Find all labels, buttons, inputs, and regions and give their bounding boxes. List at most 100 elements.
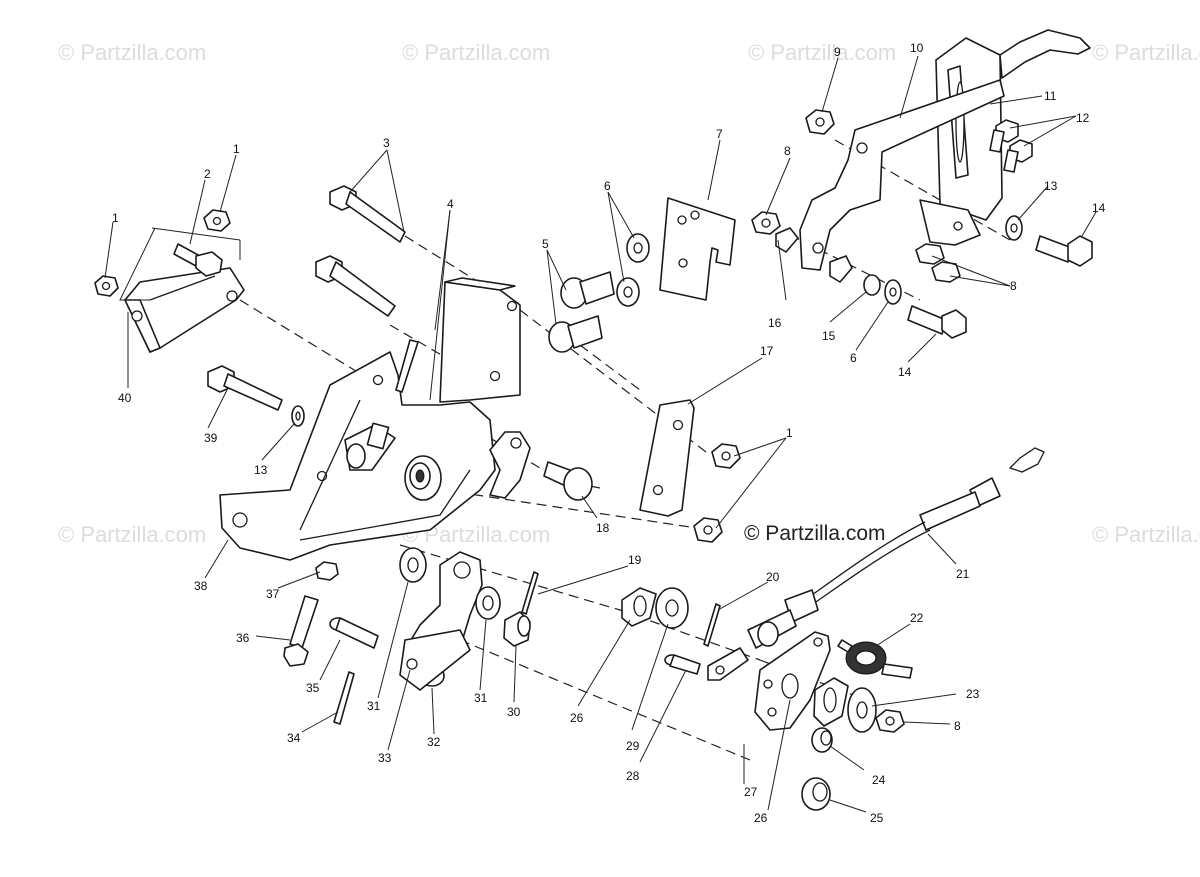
- part-8-nut: [751, 211, 781, 235]
- callout-label: 4: [447, 197, 454, 211]
- part-1-nut: [711, 443, 741, 469]
- callout-label: 19: [628, 553, 642, 567]
- callout-label: 21: [956, 567, 970, 581]
- part-12-bolt: [1003, 139, 1033, 173]
- watermark: © Partzilla.com: [402, 40, 551, 65]
- callout-label: 30: [507, 705, 521, 719]
- watermark: © Partzilla.com: [1092, 522, 1200, 547]
- callout-label: 2: [204, 167, 211, 181]
- callout-label: 31: [474, 691, 488, 705]
- part-30-bushing: [503, 611, 531, 647]
- callout-label: 15: [822, 329, 836, 343]
- callout-label: 8: [1010, 279, 1017, 293]
- pivot-block: [344, 422, 396, 471]
- part-8-nut: [915, 243, 945, 265]
- callout-label: 24: [872, 773, 886, 787]
- part-31-washer: [475, 586, 501, 620]
- callout-label: 31: [367, 699, 381, 713]
- leader-lines: [104, 55, 1097, 813]
- callout-label: 9: [834, 45, 841, 59]
- callout-label: 34: [287, 731, 301, 745]
- callout-label: 32: [427, 735, 441, 749]
- callout-label: 16: [768, 316, 782, 330]
- callout-label: 18: [596, 521, 610, 535]
- callout-label: 13: [1044, 179, 1058, 193]
- callout-label: 8: [954, 719, 961, 733]
- slotted-tab: [489, 431, 531, 499]
- part-39-bolt: [207, 365, 283, 411]
- callout-label: 6: [604, 179, 611, 193]
- callout-label: 26: [754, 811, 768, 825]
- part-17-plate: [639, 399, 695, 517]
- part-12-bolt: [989, 119, 1019, 153]
- callout-labels: 1 1 2 1 3 4 5 6 7 8 9 10 11 12 13 14 8 1…: [112, 41, 1106, 825]
- part-19-pin: [521, 571, 539, 615]
- callout-label: 17: [760, 344, 774, 358]
- part-37-nut: [315, 561, 339, 581]
- part-25-bushing: [801, 777, 831, 811]
- callout-label: 14: [1092, 201, 1106, 215]
- callout-label: 12: [1076, 111, 1090, 125]
- part-15-bushing: [863, 274, 881, 296]
- callout-label: 6: [850, 351, 857, 365]
- callout-label: 3: [383, 136, 390, 150]
- callout-label: 13: [254, 463, 268, 477]
- bracket-bushing: [404, 455, 442, 501]
- part-26-bushing: [813, 677, 849, 727]
- cable-clevis: [707, 647, 749, 681]
- callout-label: 38: [194, 579, 208, 593]
- part-26-bushing: [621, 587, 657, 627]
- part-16-clip: [775, 227, 799, 253]
- callout-label: 22: [910, 611, 924, 625]
- callout-label: 23: [966, 687, 980, 701]
- callout-label: 5: [542, 237, 549, 251]
- part-3-bolt: [329, 185, 406, 243]
- part-9-nut: [805, 109, 835, 135]
- part-31-washer: [399, 547, 427, 583]
- part-34-pin: [333, 671, 355, 725]
- part-36-bolt: [283, 595, 319, 667]
- part-2-bolt: [173, 243, 223, 277]
- watermark: © Partzilla.com: [1092, 40, 1200, 65]
- part-33-arm: [399, 551, 483, 691]
- callout-label: 14: [898, 365, 912, 379]
- part-21-cable: [747, 447, 1045, 649]
- part-14-bolt: [907, 305, 967, 339]
- callout-label: 37: [266, 587, 280, 601]
- watermark: © Partzilla.com: [748, 40, 897, 65]
- part-35-pin: [329, 617, 379, 649]
- callout-label: 1: [233, 142, 240, 156]
- part-23-washer: [847, 687, 877, 733]
- callout-label: 1: [112, 211, 119, 225]
- callout-label: 8: [784, 144, 791, 158]
- part-28-pin: [664, 654, 701, 675]
- spring-pin: [395, 339, 419, 393]
- callout-label: 10: [910, 41, 924, 55]
- callout-label: 35: [306, 681, 320, 695]
- callout-label: 20: [766, 570, 780, 584]
- part-13-washer: [1005, 215, 1023, 241]
- part-7-plate: [659, 197, 736, 301]
- part-20-pin: [703, 603, 721, 647]
- part-29-washer: [655, 587, 689, 629]
- callout-label: 7: [716, 127, 723, 141]
- part-16-clip: [829, 255, 853, 283]
- callout-label: 29: [626, 739, 640, 753]
- part-10-lever: [799, 79, 1005, 271]
- part-1-nut: [203, 209, 231, 232]
- callout-label: 27: [744, 785, 758, 799]
- part-5-bolt: [560, 271, 615, 309]
- part-22-spring: [837, 639, 913, 679]
- part-14-bolt: [1035, 235, 1093, 267]
- part-27-plate: [754, 631, 831, 731]
- part-3-bolt: [315, 255, 396, 317]
- part-8-nut: [875, 709, 905, 733]
- part-5-bolt: [548, 315, 603, 353]
- lower-tab: [919, 199, 981, 246]
- part-13-washer: [291, 405, 305, 427]
- part-24-bushing: [811, 727, 833, 753]
- callout-label: 26: [570, 711, 584, 725]
- part-6-washer: [626, 233, 650, 263]
- copyright-label: © Partzilla.com: [744, 522, 886, 545]
